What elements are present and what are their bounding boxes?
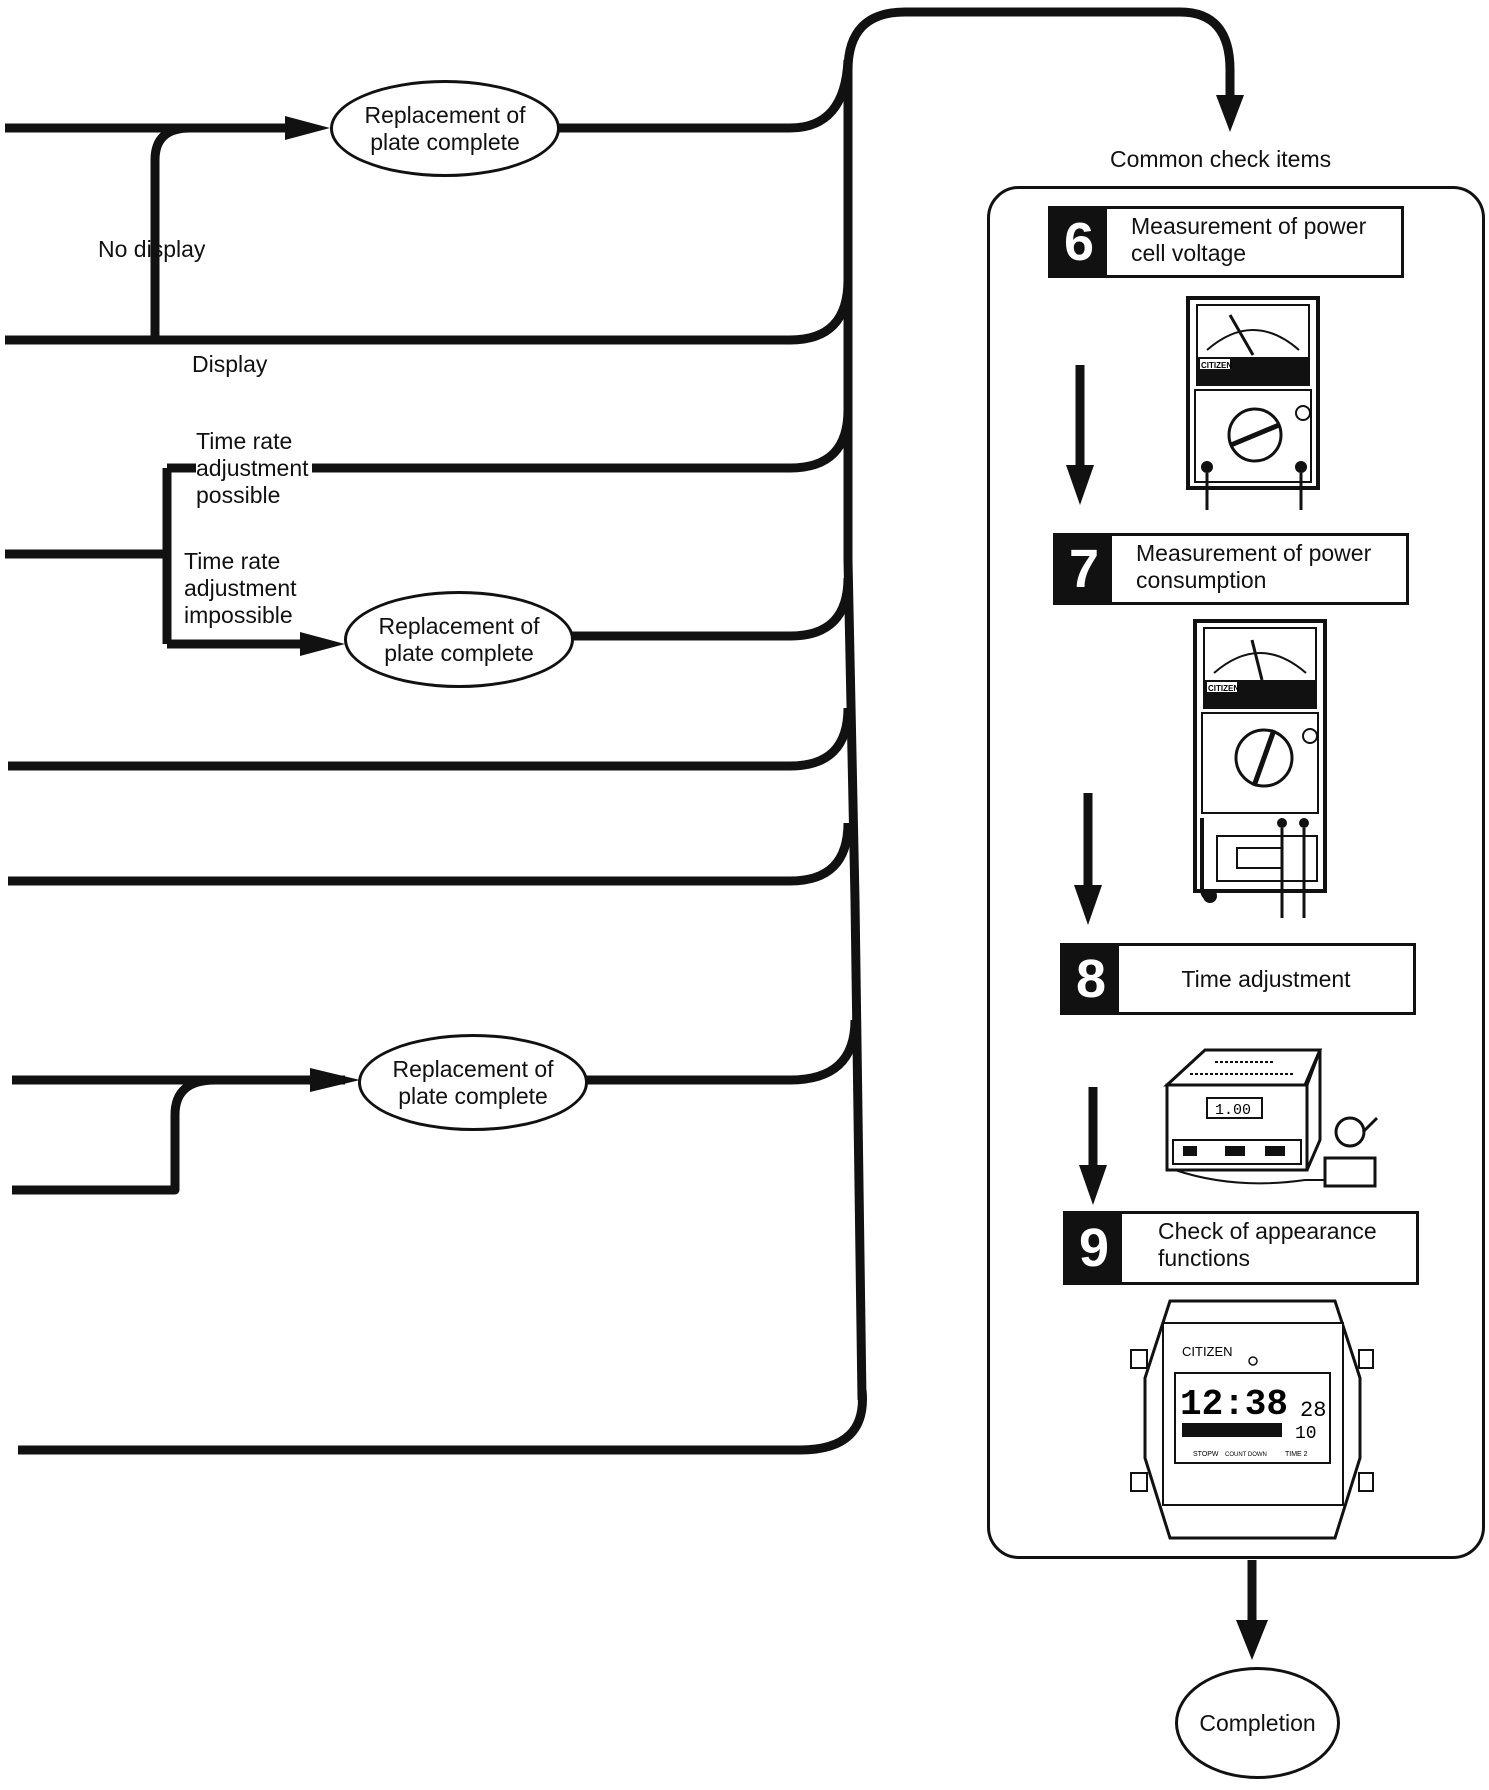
oval-completion: Completion [1175, 1667, 1340, 1779]
flow-line-time-rate-possible [312, 410, 848, 468]
flow-line-lower-branch [12, 1080, 215, 1190]
step-7: 7 Measurement of power consumption [1053, 533, 1409, 605]
oval-replacement-2: Replacement of plate complete [344, 591, 574, 688]
watch-sub-display: 10 [1295, 1424, 1317, 1444]
label-time-rate-possible: Time rate adjustment possible [196, 428, 311, 509]
oval-replacement-3: Replacement of plate complete [358, 1034, 588, 1131]
step-6-number: 6 [1051, 209, 1107, 275]
watch-button-3: TIME 2 [1285, 1451, 1308, 1458]
arrowhead-common [1216, 95, 1244, 132]
oval-replacement-2-text: Replacement of plate complete [378, 613, 539, 667]
arrowhead-oval1 [285, 116, 330, 140]
label-time-rate-impossible: Time rate adjustment impossible [184, 548, 297, 629]
watch-time: 12:38 [1180, 1384, 1288, 1425]
watch-button-2: COUNT DOWN [1225, 1452, 1267, 1458]
watch-button-1: STOPW [1193, 1451, 1219, 1458]
step-9: 9 Check of appearance functions [1063, 1211, 1419, 1285]
step-7-label: Measurement of power consumption [1112, 536, 1371, 602]
digital-watch-illustration: CITIZEN 12:38 28 10 STOPW COUNT DOWN TIM… [1130, 1298, 1375, 1543]
flow-no-display-branch [155, 128, 190, 340]
flow-line-oval3-out [585, 1020, 855, 1080]
step-8: 8 Time adjustment [1060, 943, 1416, 1015]
common-check-title: Common check items [1110, 146, 1331, 173]
step-8-label: Time adjustment [1119, 946, 1413, 1012]
multimeter-illustration-1: CITIZEN [1185, 295, 1325, 515]
label-no-display: No display [98, 236, 205, 263]
flow-line-display [5, 280, 848, 340]
arrowhead-oval3 [310, 1068, 360, 1092]
step-6-label: Measurement of power cell voltage [1107, 209, 1366, 275]
step-9-number: 9 [1066, 1214, 1122, 1282]
oval-replacement-1: Replacement of plate complete [330, 80, 560, 177]
label-display: Display [192, 351, 267, 378]
time-tester-illustration: 1.00 [1155, 1040, 1380, 1195]
flow-line-5 [8, 708, 848, 766]
flow-line-oval2-out [570, 578, 848, 636]
step-8-number: 8 [1063, 946, 1119, 1012]
step-6: 6 Measurement of power cell voltage [1048, 206, 1404, 278]
watch-seconds: 28 [1300, 1398, 1326, 1423]
flow-line-bottom [18, 1390, 862, 1450]
arrowhead-oval2 [300, 632, 345, 656]
flow-trunk [848, 60, 862, 1400]
flow-line-to-common [848, 12, 1230, 110]
tester-display: 1.00 [1215, 1102, 1251, 1119]
multimeter-illustration-2: CITIZEN [1192, 618, 1332, 918]
watch-brand: CITIZEN [1182, 1344, 1233, 1359]
step-9-label: Check of appearance functions [1122, 1214, 1377, 1282]
flow-line-oval1-out [555, 60, 848, 128]
flow-line-6 [8, 823, 848, 881]
arrowhead-completion [1236, 1620, 1268, 1660]
oval-replacement-3-text: Replacement of plate complete [392, 1056, 553, 1110]
oval-replacement-1-text: Replacement of plate complete [364, 102, 525, 156]
meter-brand-1: CITIZEN [1201, 361, 1232, 370]
step-7-number: 7 [1056, 536, 1112, 602]
meter-brand-2: CITIZEN [1208, 684, 1239, 693]
completion-text: Completion [1199, 1710, 1315, 1737]
